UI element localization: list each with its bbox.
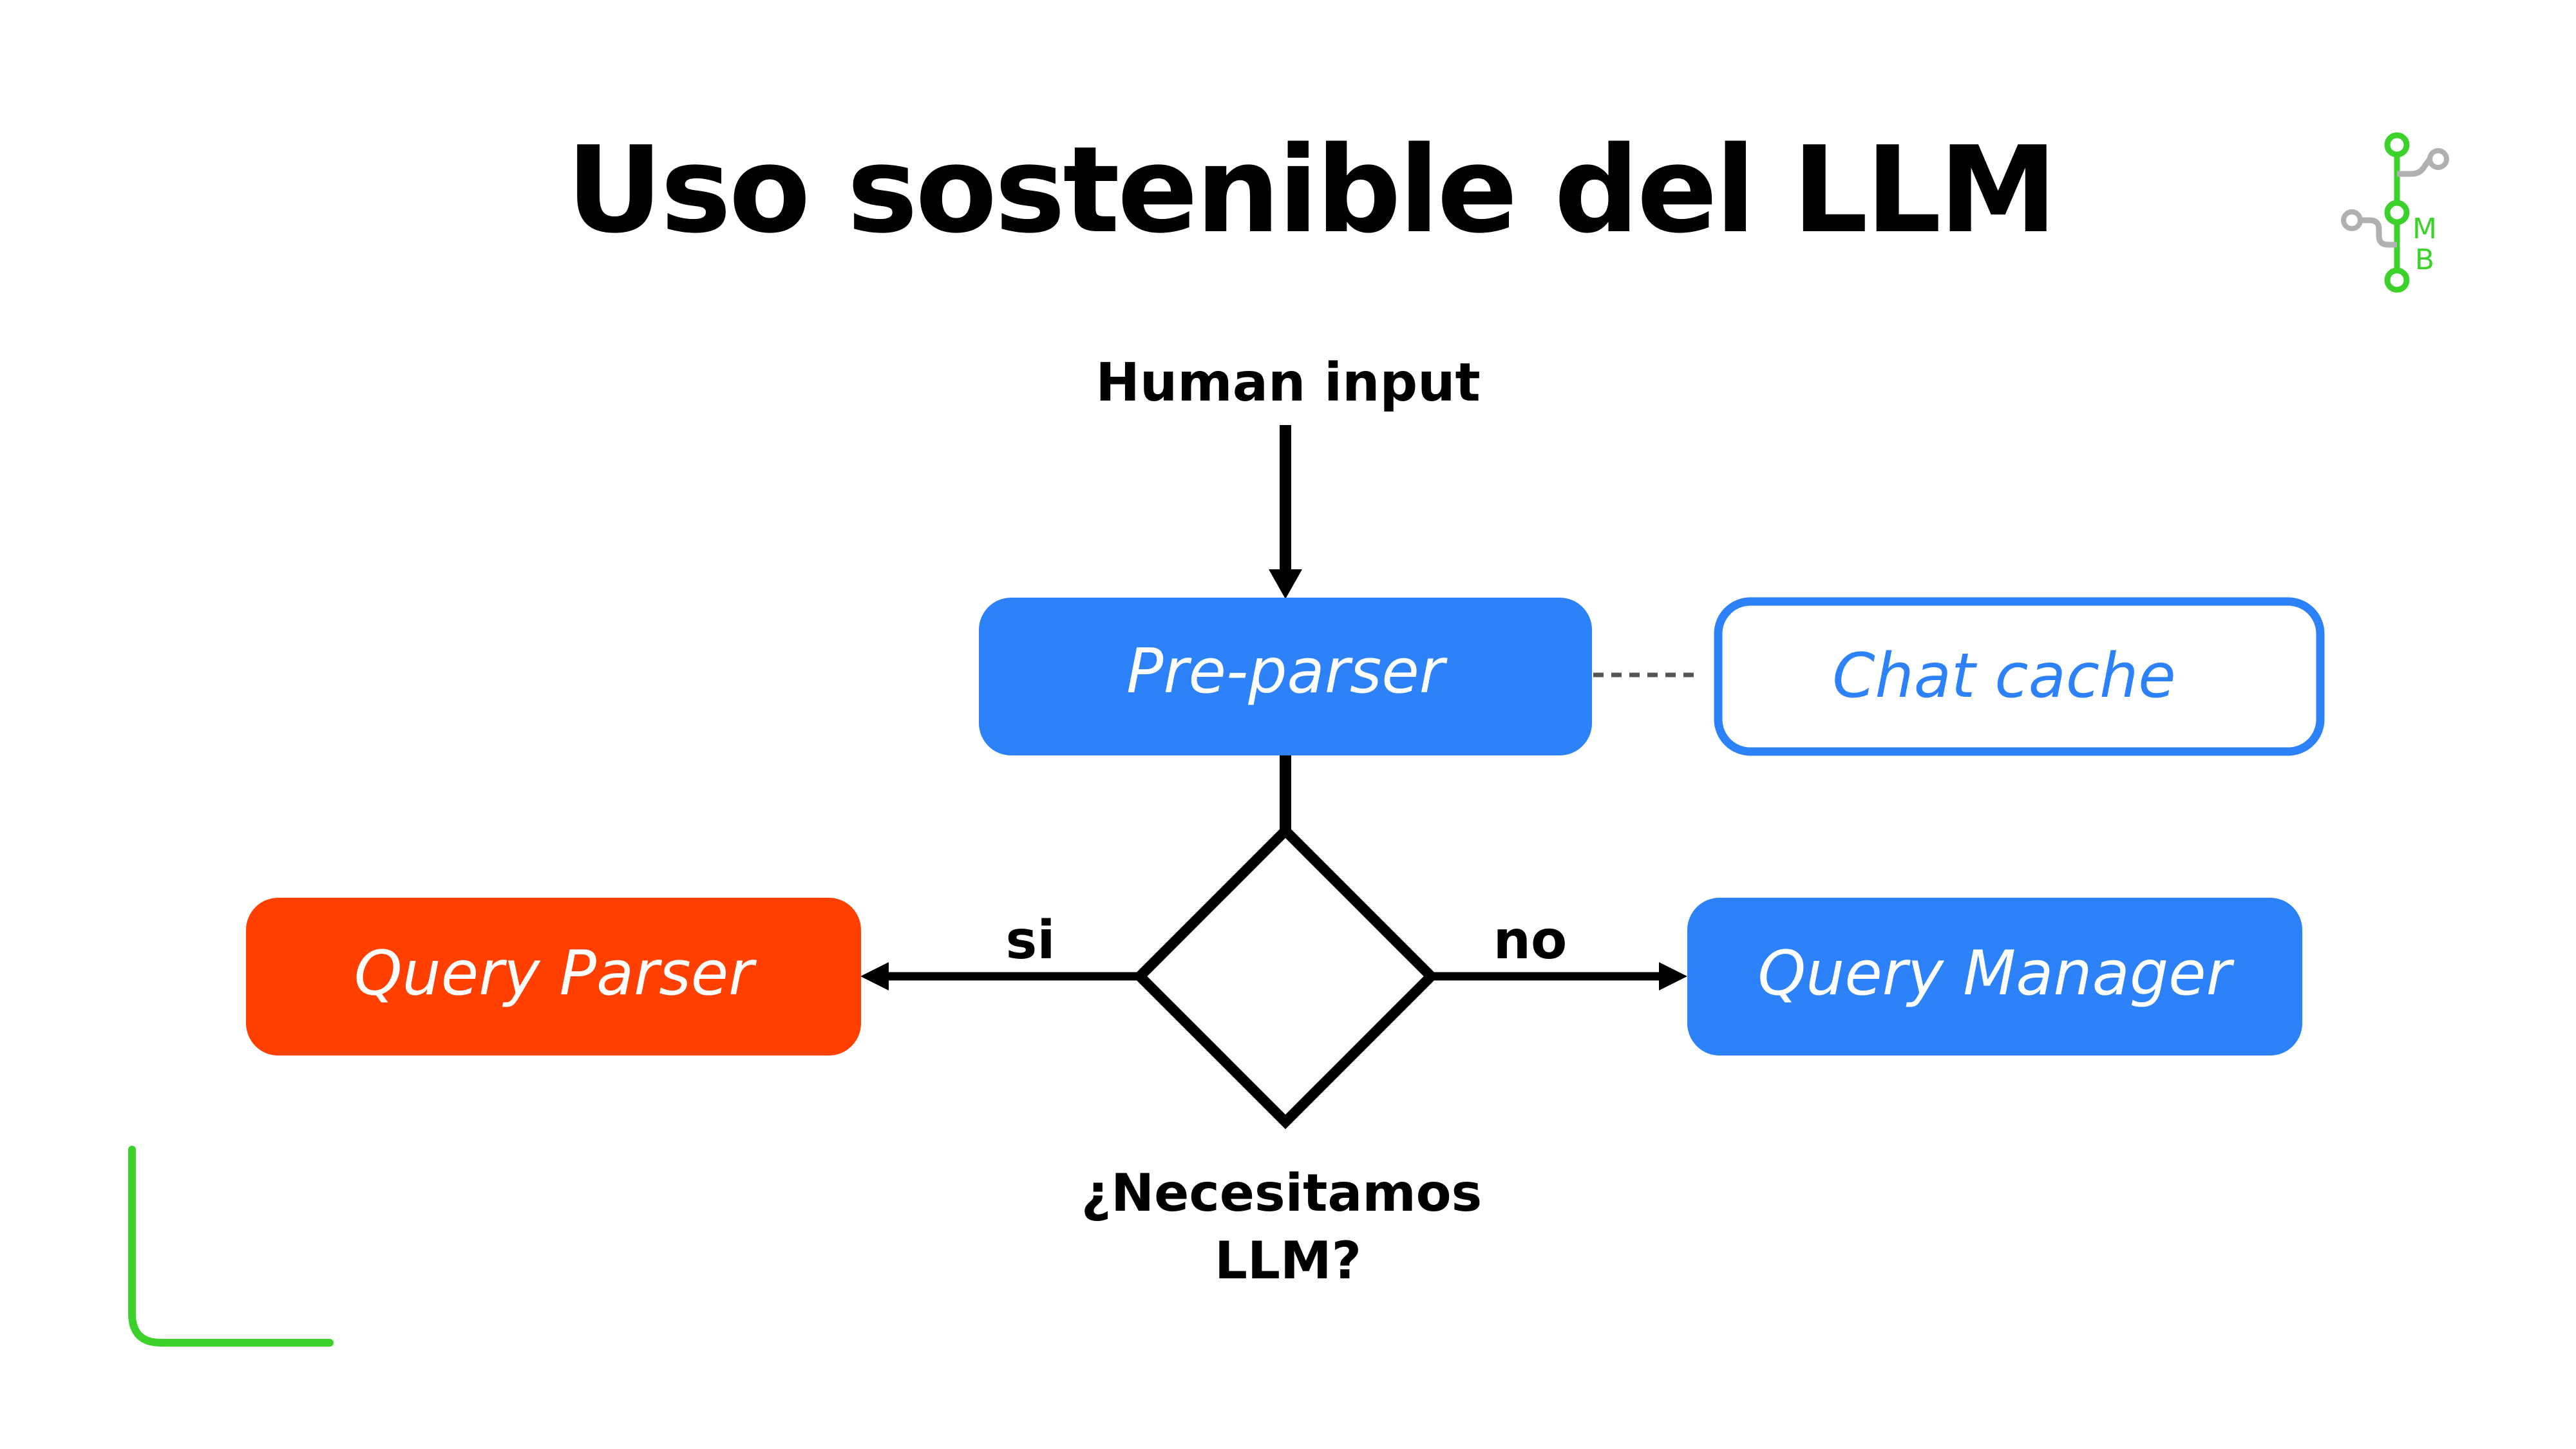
corner-bracket-decoration (128, 1146, 334, 1347)
logo-letter-b: B (2415, 243, 2434, 276)
decision-diamond (1132, 823, 1439, 1130)
query-parser-node: Query Parser (246, 898, 861, 1056)
query-manager-node: Query Manager (1687, 898, 2302, 1056)
logo-letter-m: M (2412, 213, 2437, 245)
human-input-label: Human input (1095, 352, 1480, 413)
pre-parser-node: Pre-parser (979, 598, 1592, 755)
pre-parser-label: Pre-parser (1126, 636, 1448, 707)
query-parser-label: Query Parser (354, 938, 757, 1009)
chat-cache-label: Chat cache (1832, 641, 2176, 712)
decision-question-line1: ¿Necesitamos (1081, 1163, 1482, 1223)
mb-logo-icon: M B (2341, 132, 2449, 293)
query-manager-box (1687, 898, 2302, 1056)
no-label: no (1493, 910, 1567, 971)
query-manager-label: Query Manager (1757, 938, 2234, 1009)
input-arrowhead (1269, 569, 1302, 599)
chat-cache-box (1714, 597, 2325, 756)
pre-parser-box (979, 598, 1592, 755)
no-arrowhead (1659, 962, 1687, 990)
decision-question-line2: LLM? (1215, 1231, 1361, 1291)
slide-title: Uso sostenible del LLM (566, 120, 2058, 260)
query-parser-box (246, 898, 861, 1056)
yes-label: si (1006, 910, 1056, 971)
chat-cache-node: Chat cache (1714, 597, 2325, 756)
yes-arrowhead (860, 962, 889, 990)
